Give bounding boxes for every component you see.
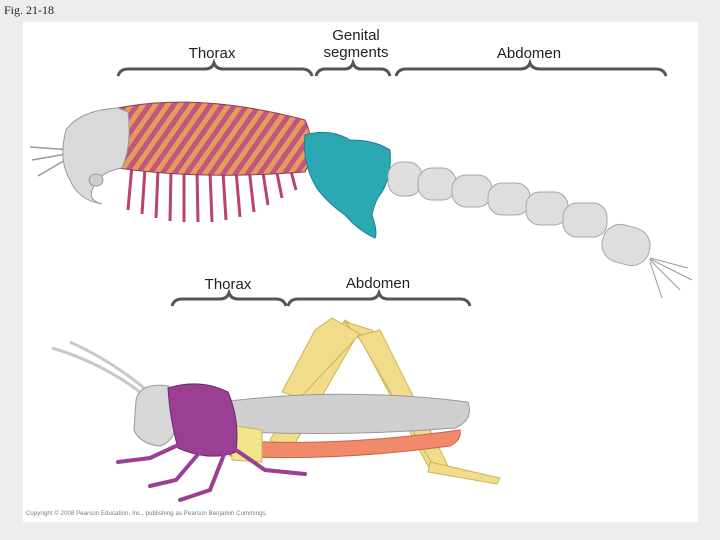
top-cerci <box>650 258 692 298</box>
genital-label-line1: Genital <box>312 27 400 44</box>
top-genital-segments <box>305 132 391 238</box>
top-genital-brace <box>316 63 390 76</box>
top-head <box>63 108 129 204</box>
genital-label-line2: segments <box>312 44 400 61</box>
top-abdomen-label: Abdomen <box>484 45 574 62</box>
top-thorax-brace <box>118 63 312 76</box>
copyright-credit: Copyright © 2008 Pearson Education, Inc.… <box>26 511 267 517</box>
bottom-antennae <box>52 342 144 392</box>
top-thorax <box>118 102 312 175</box>
top-abdomen-brace <box>396 63 666 76</box>
top-thorax-label: Thorax <box>180 45 244 62</box>
top-genital-segments-label: Genital segments <box>312 27 400 61</box>
bottom-thorax-brace <box>172 293 286 306</box>
bottom-abdomen-label: Abdomen <box>333 275 423 292</box>
top-abdomen <box>388 162 654 270</box>
bottom-thorax-label: Thorax <box>196 276 260 293</box>
bottom-thorax <box>168 384 237 456</box>
bottom-abdomen-brace <box>288 293 470 306</box>
